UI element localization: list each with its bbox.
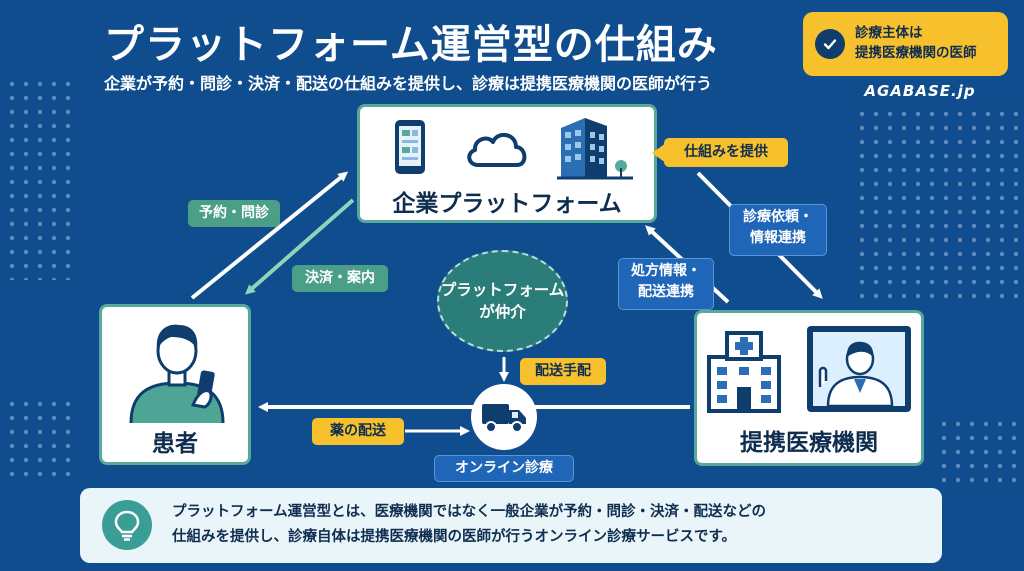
badge-line-1: 診療主体は [855,25,923,42]
brand-logo-text: AGABASE.jp [864,82,976,100]
medicine-delivery-tag: 薬の配送 [312,418,404,445]
arrow-platform-to-patient [244,198,355,295]
platform-label: 企業プラットフォーム [392,191,622,217]
doctor-badge: 診療主体は 提携医療機関の医師 [803,12,1008,76]
background-dots-bottom-left [8,400,78,480]
center-line-1: プラットフォーム [440,280,565,299]
background-dots-bottom-right [940,420,1020,490]
footer-text: プラットフォーム運営型とは、医療機関ではなく一般企業が予約・問診・決済・配送など… [172,500,926,551]
patient-card: 患者 [99,304,251,465]
page-subtitle: 企業が予約・問診・決済・配送の仕組みを提供し、診療は提携医療機関の医師が行う [104,74,713,93]
request-tag: 診療依頼・ 情報連携 [729,204,827,256]
lightbulb-icon [102,500,152,550]
check-icon [815,29,845,59]
background-dots-left [8,80,78,280]
request-line-2: 情報連携 [750,230,806,246]
truck-icon [482,404,526,433]
page-title: プラットフォーム運営型の仕組み [104,22,718,68]
prescription-line-1: 処方情報・ [631,263,701,279]
prescription-tag: 処方情報・ 配送連携 [618,258,714,310]
delivery-arrange-tag: 配送手配 [520,358,606,385]
request-line-1: 診療依頼・ [743,209,813,225]
footer-line-2: 仕組みを提供し、診療自体は提携医療機関の医師が行うオンライン診療サービスです。 [172,529,737,546]
cloud-icon [467,133,527,167]
payment-tag: 決済・案内 [292,265,388,292]
prescription-line-2: 配送連携 [638,284,694,300]
badge-text: 診療主体は 提携医療機関の医師 [855,24,977,63]
patient-label: 患者 [152,431,198,457]
provide-tag: 仕組みを提供 [664,138,788,167]
clinic-card: 提携医療機関 [694,310,924,466]
arrow-patient-to-platform [190,171,349,300]
hospital-icon [707,331,781,413]
badge-line-2: 提携医療機関の医師 [855,45,977,61]
footer-note: プラットフォーム運営型とは、医療機関ではなく一般企業が予約・問診・決済・配送など… [80,488,942,563]
clinic-label: 提携医療機関 [740,430,878,456]
truck-circle [471,384,537,450]
platform-mediator-circle: プラットフォーム が仲介 [437,250,568,352]
doctor-monitor-icon [807,326,911,412]
background-dots-right [858,110,1018,300]
person-with-phone-icon [129,324,225,423]
online-consultation-tag: オンライン診療 [434,455,574,482]
platform-card: 企業プラットフォーム [357,104,657,223]
smartphone-icon [395,120,425,174]
footer-line-1: プラットフォーム運営型とは、医療機関ではなく一般企業が予約・問診・決済・配送など… [172,504,767,520]
center-line-2: が仲介 [479,303,526,321]
provide-tag-pointer [652,143,666,163]
building-icon [557,118,633,180]
reserve-tag: 予約・問診 [188,200,280,227]
